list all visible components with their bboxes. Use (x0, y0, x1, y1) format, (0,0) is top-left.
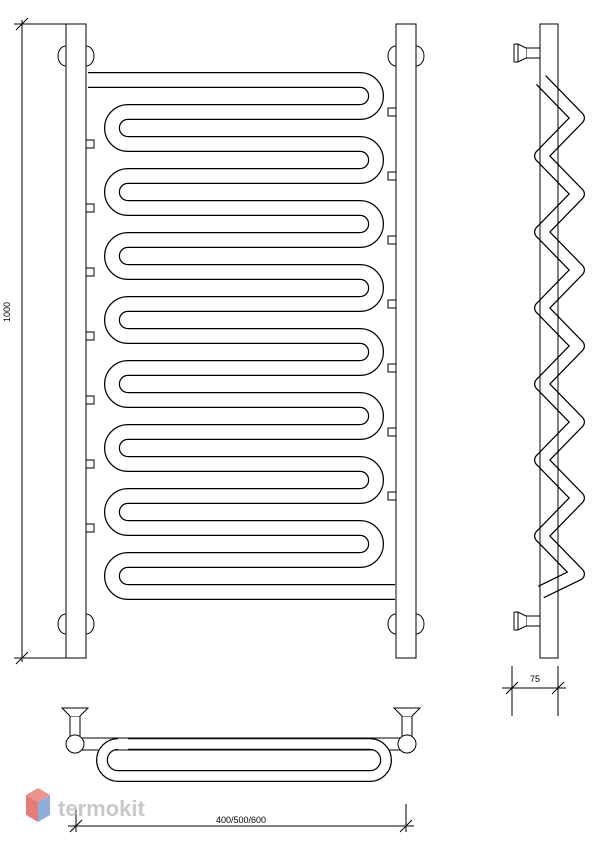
serpentine-tube (88, 72, 395, 600)
side-bracket-top (513, 43, 541, 63)
width-label: 400/500/600 (216, 815, 266, 825)
front-view: 1000 (2, 17, 425, 665)
left-post (65, 23, 87, 659)
depth-dimension (502, 666, 566, 716)
termokit-logo-icon (26, 788, 50, 822)
termokit-watermark: termokit (26, 788, 145, 822)
height-dimension (14, 17, 66, 665)
side-view: 75 (502, 23, 585, 716)
depth-label: 75 (530, 674, 540, 684)
top-bracket-left (60, 707, 90, 754)
top-view: 400/500/600 (60, 707, 422, 833)
side-bracket-bottom (513, 611, 541, 631)
wall-mounts (57, 45, 425, 635)
right-post (395, 23, 417, 659)
top-bracket-right (392, 707, 422, 754)
width-dimension (68, 804, 414, 833)
height-label: 1000 (2, 302, 12, 322)
brand-name: termokit (58, 796, 145, 821)
side-post (539, 23, 559, 659)
